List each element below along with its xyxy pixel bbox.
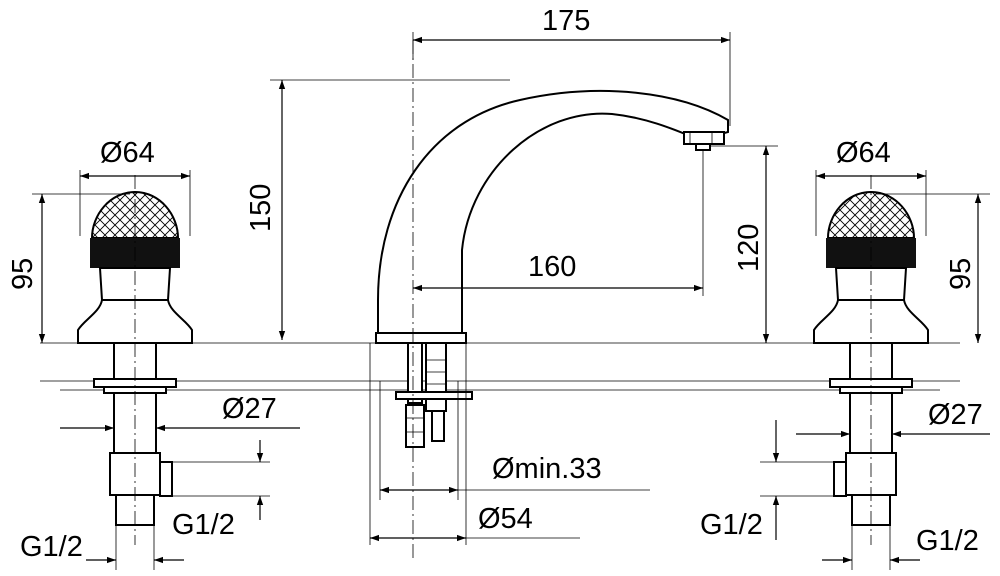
left-handle-dimensions: Ø64 95 Ø27 G1/2 G1/2 bbox=[7, 137, 300, 570]
right-side-outlet bbox=[833, 461, 847, 497]
spout bbox=[375, 40, 729, 560]
spout-outlet-height-label: 120 bbox=[733, 224, 765, 272]
left-handle bbox=[77, 175, 193, 545]
spout-base bbox=[375, 332, 467, 344]
right-knob-diameter-label: Ø64 bbox=[836, 137, 891, 169]
right-inlet-thread-label: G1/2 bbox=[916, 525, 979, 557]
spout-arc bbox=[377, 89, 729, 341]
spout-dimensions: 175 150 160 120 Ømin.33 Ø54 bbox=[245, 5, 778, 545]
left-inlet-thread-label: G1/2 bbox=[20, 531, 83, 563]
right-height-label: 95 bbox=[945, 258, 977, 290]
spout-nut bbox=[405, 404, 425, 448]
left-outlet-thread-label: G1/2 bbox=[172, 509, 235, 541]
spout-base-diameter-label: Ø54 bbox=[478, 503, 533, 535]
right-shank-diameter-label: Ø27 bbox=[928, 399, 983, 431]
right-handle-dimensions: Ø64 95 Ø27 G1/2 G1/2 bbox=[700, 137, 990, 570]
spout-reach-label: 175 bbox=[542, 5, 590, 37]
spout-mounting-stud bbox=[407, 342, 423, 404]
spout-outlet-tip bbox=[695, 143, 711, 151]
left-height-label: 95 bbox=[7, 258, 39, 290]
spout-inner-reach-label: 160 bbox=[528, 251, 576, 283]
spout-hole-min-label: Ømin.33 bbox=[492, 453, 602, 485]
spout-height-label: 150 bbox=[245, 184, 277, 232]
left-knob-diameter-label: Ø64 bbox=[100, 137, 155, 169]
spout-lock-plate bbox=[395, 391, 473, 400]
left-side-outlet bbox=[159, 461, 173, 497]
left-shank-diameter-label: Ø27 bbox=[222, 393, 277, 425]
deck-lines bbox=[40, 342, 960, 391]
right-handle bbox=[813, 175, 929, 545]
right-outlet-thread-label: G1/2 bbox=[700, 509, 763, 541]
spout-hose-connector bbox=[425, 342, 447, 412]
spout-hose-end bbox=[431, 410, 445, 442]
